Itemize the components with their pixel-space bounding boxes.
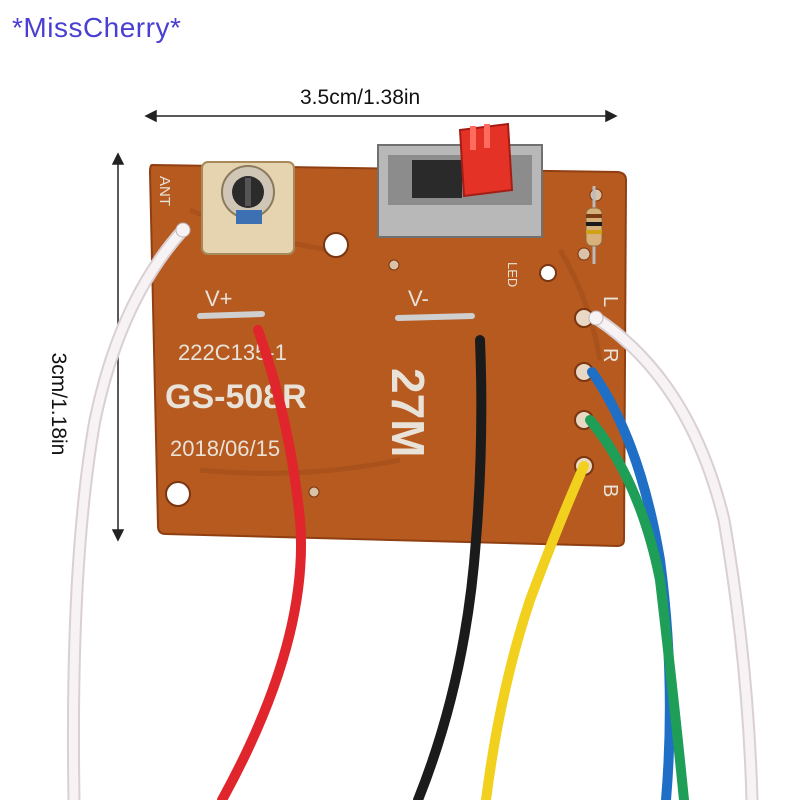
width-dimension-label: 3.5cm/1.38in bbox=[300, 86, 421, 109]
yellow-wire bbox=[481, 461, 589, 800]
slide-switch bbox=[377, 122, 543, 238]
b-label: B bbox=[599, 484, 621, 497]
trimmer-potentiometer bbox=[201, 161, 295, 255]
led-label: LED bbox=[505, 262, 520, 287]
red-wire bbox=[217, 325, 307, 800]
resistor bbox=[585, 186, 603, 264]
brand-watermark: *MissCherry* bbox=[12, 12, 182, 43]
black-wire bbox=[413, 335, 487, 800]
width-dimension-arrow bbox=[144, 109, 618, 123]
r-label: R bbox=[599, 348, 621, 362]
v-plus-label: V+ bbox=[205, 286, 233, 311]
green-wire bbox=[585, 415, 689, 800]
ant-label: ANT bbox=[156, 176, 173, 206]
v-minus-label: V- bbox=[408, 286, 429, 311]
wires bbox=[66, 222, 759, 800]
l-label: L bbox=[599, 296, 621, 307]
date-label: 2018/06/15 bbox=[170, 436, 280, 461]
frequency-label: 27M bbox=[382, 368, 434, 457]
white-wire-left-core bbox=[68, 225, 188, 800]
white-wire-right-core bbox=[591, 313, 757, 800]
